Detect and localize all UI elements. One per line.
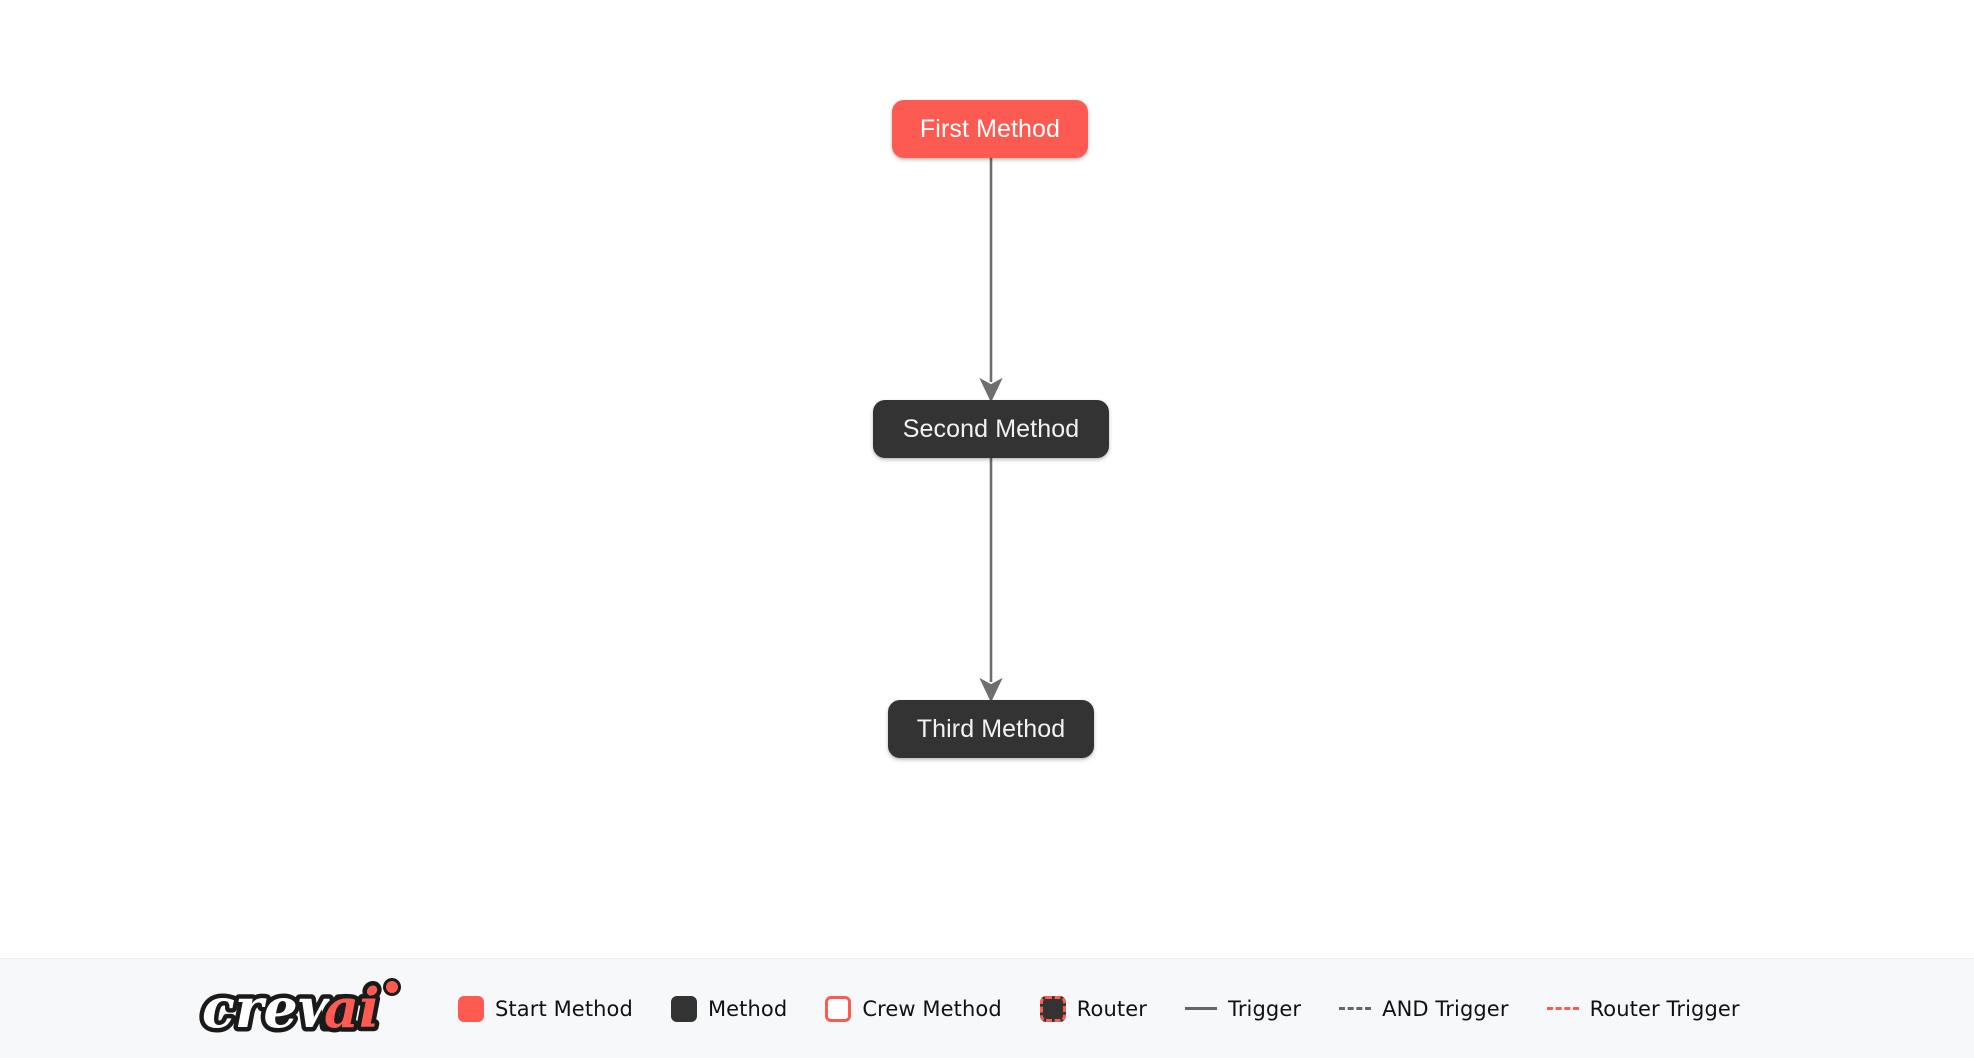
flow-node-third-method[interactable]: Third Method	[888, 700, 1094, 758]
router-swatch-icon	[1039, 995, 1066, 1022]
flow-node-label: Second Method	[902, 414, 1080, 443]
legend-item-router-trigger[interactable]: Router Trigger	[1546, 996, 1740, 1021]
flow-node-label: First Method	[919, 114, 1061, 143]
legend-item-method[interactable]: Method	[670, 995, 788, 1022]
legend-item-router[interactable]: Router	[1039, 995, 1147, 1022]
router-trigger-line-icon	[1546, 1007, 1579, 1010]
svg-text:crew: crew	[202, 976, 347, 1040]
legend-label: Method	[707, 996, 788, 1021]
svg-text:ai: ai	[324, 976, 380, 1040]
legend-label: Crew Method	[862, 996, 1002, 1021]
legend-label: AND Trigger	[1382, 996, 1509, 1021]
legend-label: Router Trigger	[1589, 996, 1740, 1021]
method-swatch-icon	[670, 995, 697, 1022]
svg-text:ai: ai	[324, 976, 380, 1040]
legend-label: Start Method	[495, 996, 633, 1021]
and-trigger-line-icon	[1339, 1007, 1372, 1010]
legend-item-start-method[interactable]: Start Method	[458, 995, 633, 1022]
legend-item-crew-method[interactable]: Crew Method	[825, 995, 1002, 1022]
flow-node-first-method[interactable]: First Method	[892, 100, 1088, 158]
flow-canvas[interactable]: First Method Second Method Third Method	[0, 0, 1974, 958]
trigger-line-icon	[1184, 1007, 1217, 1010]
legend-bar: crew crew ai ai Start Method Method Crew…	[0, 958, 1974, 1058]
crew-method-swatch-icon	[825, 995, 852, 1022]
legend-label: Trigger	[1227, 996, 1302, 1021]
crewai-logo: crew crew ai ai	[198, 973, 401, 1044]
legend-items: Start Method Method Crew Method Router T…	[458, 995, 1740, 1022]
start-method-swatch-icon	[458, 995, 484, 1022]
flow-node-second-method[interactable]: Second Method	[873, 400, 1109, 458]
legend-item-and-trigger[interactable]: AND Trigger	[1339, 997, 1508, 1021]
legend-item-trigger[interactable]: Trigger	[1184, 996, 1302, 1021]
legend-label: Router	[1076, 996, 1147, 1021]
flow-node-label: Third Method	[916, 714, 1066, 743]
svg-text:crew: crew	[202, 976, 347, 1040]
